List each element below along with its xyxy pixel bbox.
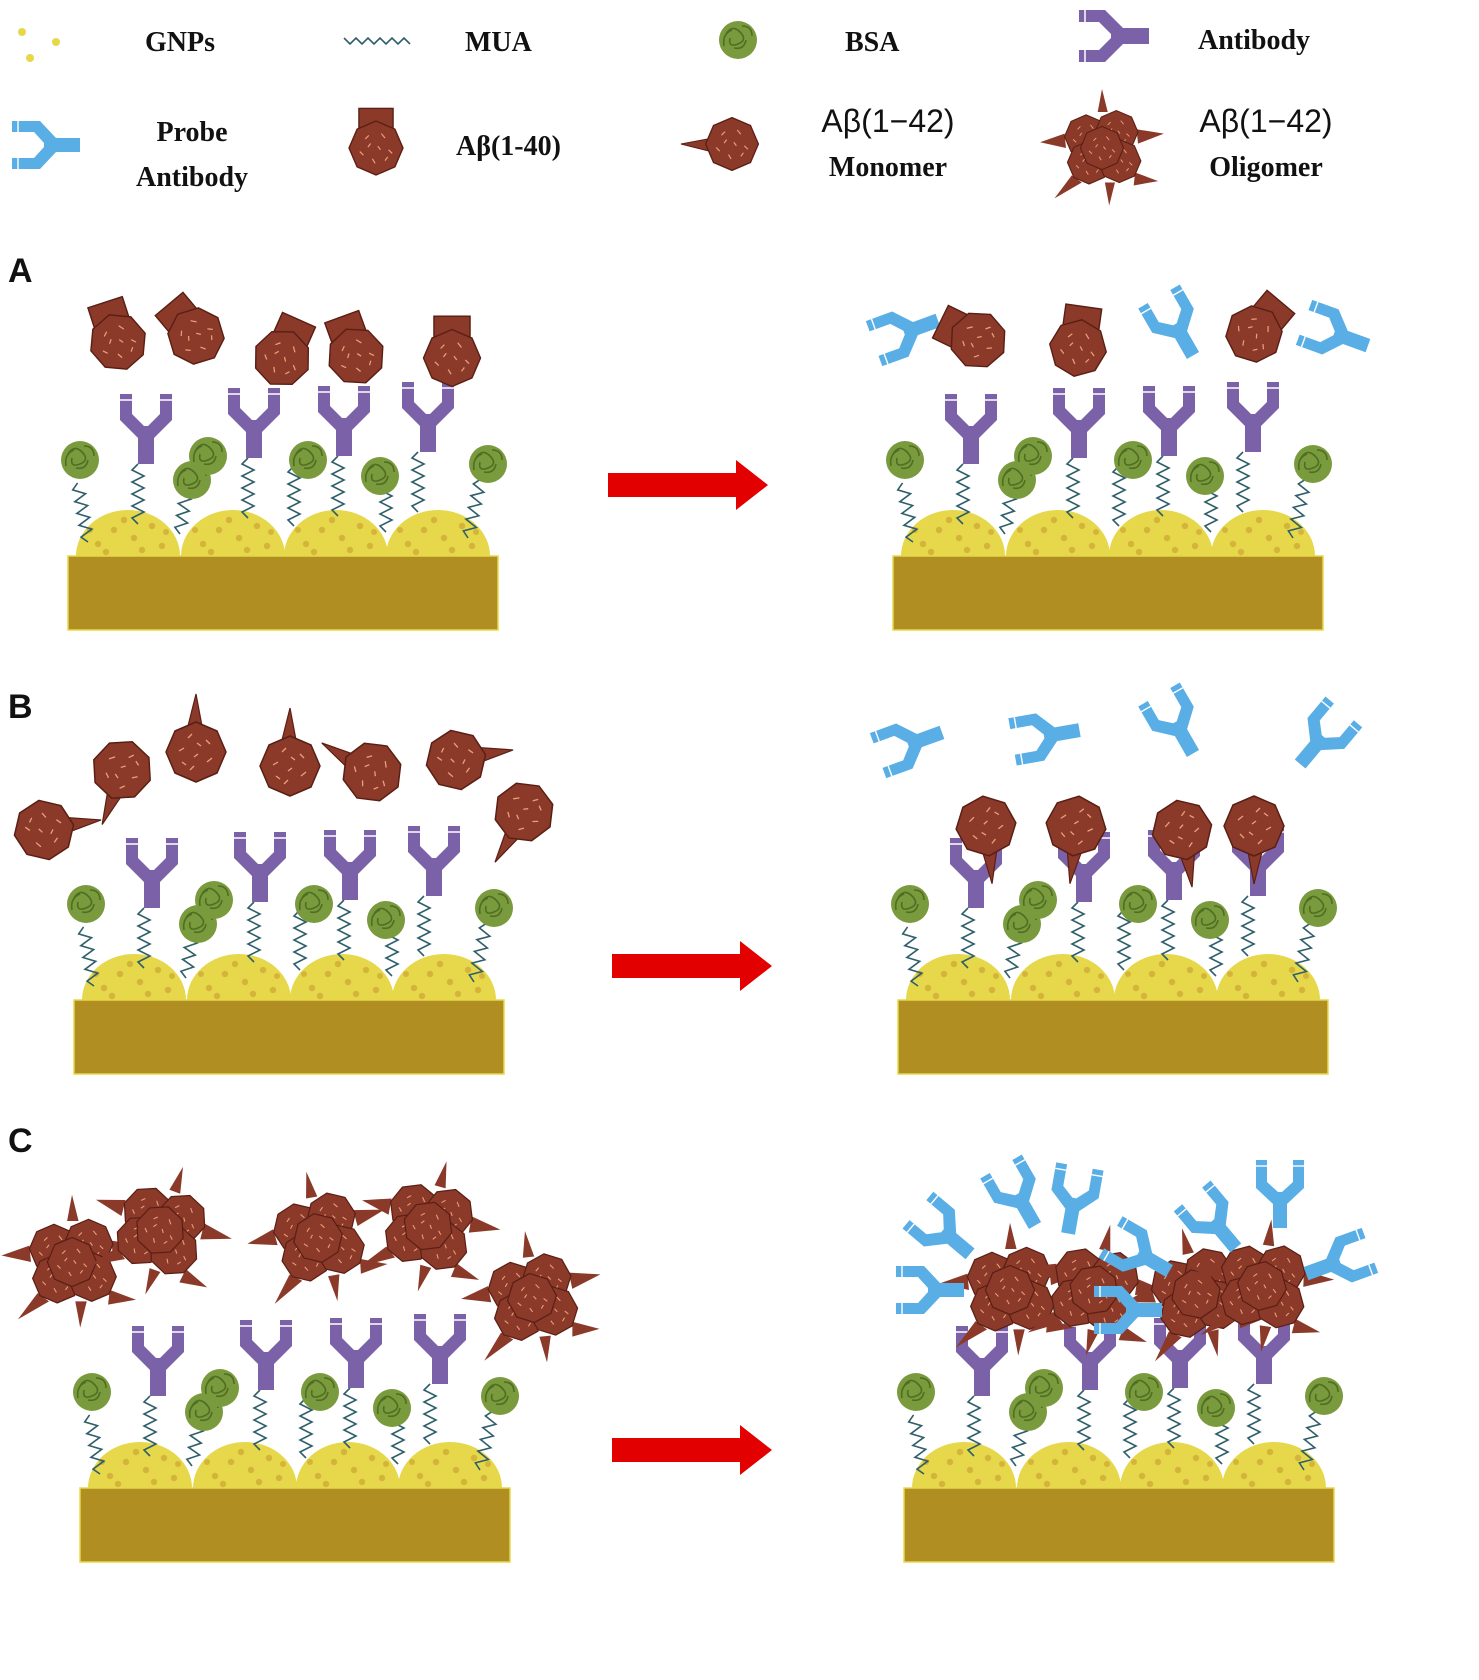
- abeta42-monomer: [421, 720, 518, 794]
- legend-monomer-label-1: Aβ(1−42): [821, 103, 954, 139]
- abeta40-molecule: [424, 316, 481, 386]
- abeta42-oligomer-icon: [1040, 89, 1164, 206]
- abeta40-molecule: [147, 286, 236, 376]
- legend-antibody-label: Antibody: [1198, 25, 1310, 56]
- legend-oligomer-label-1: Aβ(1−42): [1199, 103, 1332, 139]
- abeta42-monomer: [1147, 795, 1221, 892]
- panel-b: B: [8, 683, 1362, 1074]
- abeta40-molecule: [315, 307, 393, 393]
- legend: GNPs MUA BSA Antibody Probe Antibody Aβ(…: [12, 10, 1333, 206]
- panel-a-after: [866, 284, 1376, 630]
- abeta42-monomer: [166, 694, 226, 782]
- legend-abeta42-monomer: Aβ(1−42) Monomer: [681, 103, 955, 183]
- abeta42-monomer-icon: [681, 118, 758, 171]
- probe-antibodies: [870, 683, 1362, 780]
- abeta42-oligomer: [342, 1142, 514, 1309]
- reaction-arrow: [612, 1425, 772, 1475]
- abeta40-icon: [349, 108, 403, 175]
- sensor-surface: [61, 382, 507, 630]
- legend-abeta40-label: Aβ(1-40): [456, 131, 561, 162]
- panel-b-after: [870, 683, 1362, 1074]
- probe-antibody: [1138, 683, 1214, 766]
- abeta42-monomer: [307, 717, 413, 813]
- reaction-arrow: [612, 941, 772, 991]
- probe-antibody: [1282, 697, 1362, 780]
- probe-antibody: [1008, 706, 1083, 765]
- probe-antibody-icon: [12, 121, 80, 169]
- legend-oligomer-label-2: Oligomer: [1209, 152, 1323, 183]
- probe-antibody: [1298, 1228, 1378, 1296]
- legend-gnps-label: GNPs: [145, 27, 215, 58]
- panel-c-label: C: [8, 1122, 33, 1160]
- probe-antibody: [896, 1266, 964, 1314]
- abeta40-molecules: [928, 284, 1303, 381]
- abeta40-molecules: [78, 286, 481, 396]
- legend-abeta42-oligomer: Aβ(1−42) Oligomer: [1040, 89, 1332, 206]
- bound-abeta42-monomers: [953, 793, 1284, 892]
- panel-a-before: [61, 286, 507, 630]
- sensor-surface: [73, 1314, 519, 1562]
- sensor-surface: [886, 382, 1332, 630]
- bsa-icon: [719, 21, 757, 59]
- probe-antibody: [980, 1155, 1056, 1238]
- panel-a-label: A: [8, 252, 33, 290]
- abeta40-molecule: [244, 308, 325, 395]
- probe-antibody: [870, 710, 950, 778]
- probe-antibodies: [896, 1155, 1378, 1334]
- probe-antibody: [1296, 300, 1376, 368]
- legend-mua: MUA: [344, 27, 533, 58]
- legend-bsa-label: BSA: [845, 27, 900, 58]
- abeta40-molecule: [1046, 303, 1112, 381]
- mua-icon: [344, 38, 410, 44]
- abeta42-monomer: [469, 771, 565, 877]
- legend-monomer-label-2: Monomer: [829, 152, 947, 183]
- panel-b-label: B: [8, 688, 33, 726]
- abeta42-monomers: [9, 694, 565, 877]
- legend-gnps: GNPs: [18, 27, 215, 62]
- legend-mua-label: MUA: [465, 27, 533, 58]
- legend-probe-antibody: Probe Antibody: [12, 117, 248, 193]
- abeta42-oligomers: [1, 1142, 609, 1371]
- legend-probe-label-1: Probe: [156, 117, 227, 148]
- panel-b-before: [9, 694, 565, 1074]
- legend-probe-label-2: Antibody: [136, 162, 248, 193]
- legend-antibody: Antibody: [1079, 10, 1310, 62]
- panel-a: A: [8, 252, 1376, 630]
- abeta42-oligomer: [455, 1224, 609, 1371]
- abeta42-monomer: [1040, 793, 1109, 887]
- legend-abeta40: Aβ(1-40): [349, 108, 561, 175]
- sensor-surface: [897, 1314, 1343, 1562]
- abeta42-oligomer: [237, 1160, 399, 1315]
- probe-antibody: [1044, 1162, 1103, 1237]
- antibody-icon: [1079, 10, 1149, 62]
- probe-antibody: [1256, 1160, 1304, 1228]
- abeta42-monomer: [9, 790, 106, 864]
- abeta42-monomer: [260, 708, 320, 796]
- panel-c-before: [1, 1142, 609, 1562]
- abeta40-molecule: [1214, 284, 1303, 374]
- gnp-icon: [18, 28, 60, 62]
- probe-antibody: [903, 1192, 986, 1272]
- sensor-surface: [891, 826, 1337, 1074]
- abeta40-molecule: [78, 293, 154, 377]
- panel-c-after: [896, 1155, 1378, 1562]
- legend-bsa: BSA: [719, 21, 900, 59]
- probe-antibody: [866, 298, 946, 366]
- sensor-surface: [67, 826, 513, 1074]
- probe-antibody: [1138, 285, 1214, 368]
- panel-c: C: [1, 1122, 1378, 1562]
- reaction-arrow: [608, 460, 768, 510]
- abeta42-monomer: [1224, 796, 1284, 884]
- abeta40-molecule: [928, 296, 1016, 378]
